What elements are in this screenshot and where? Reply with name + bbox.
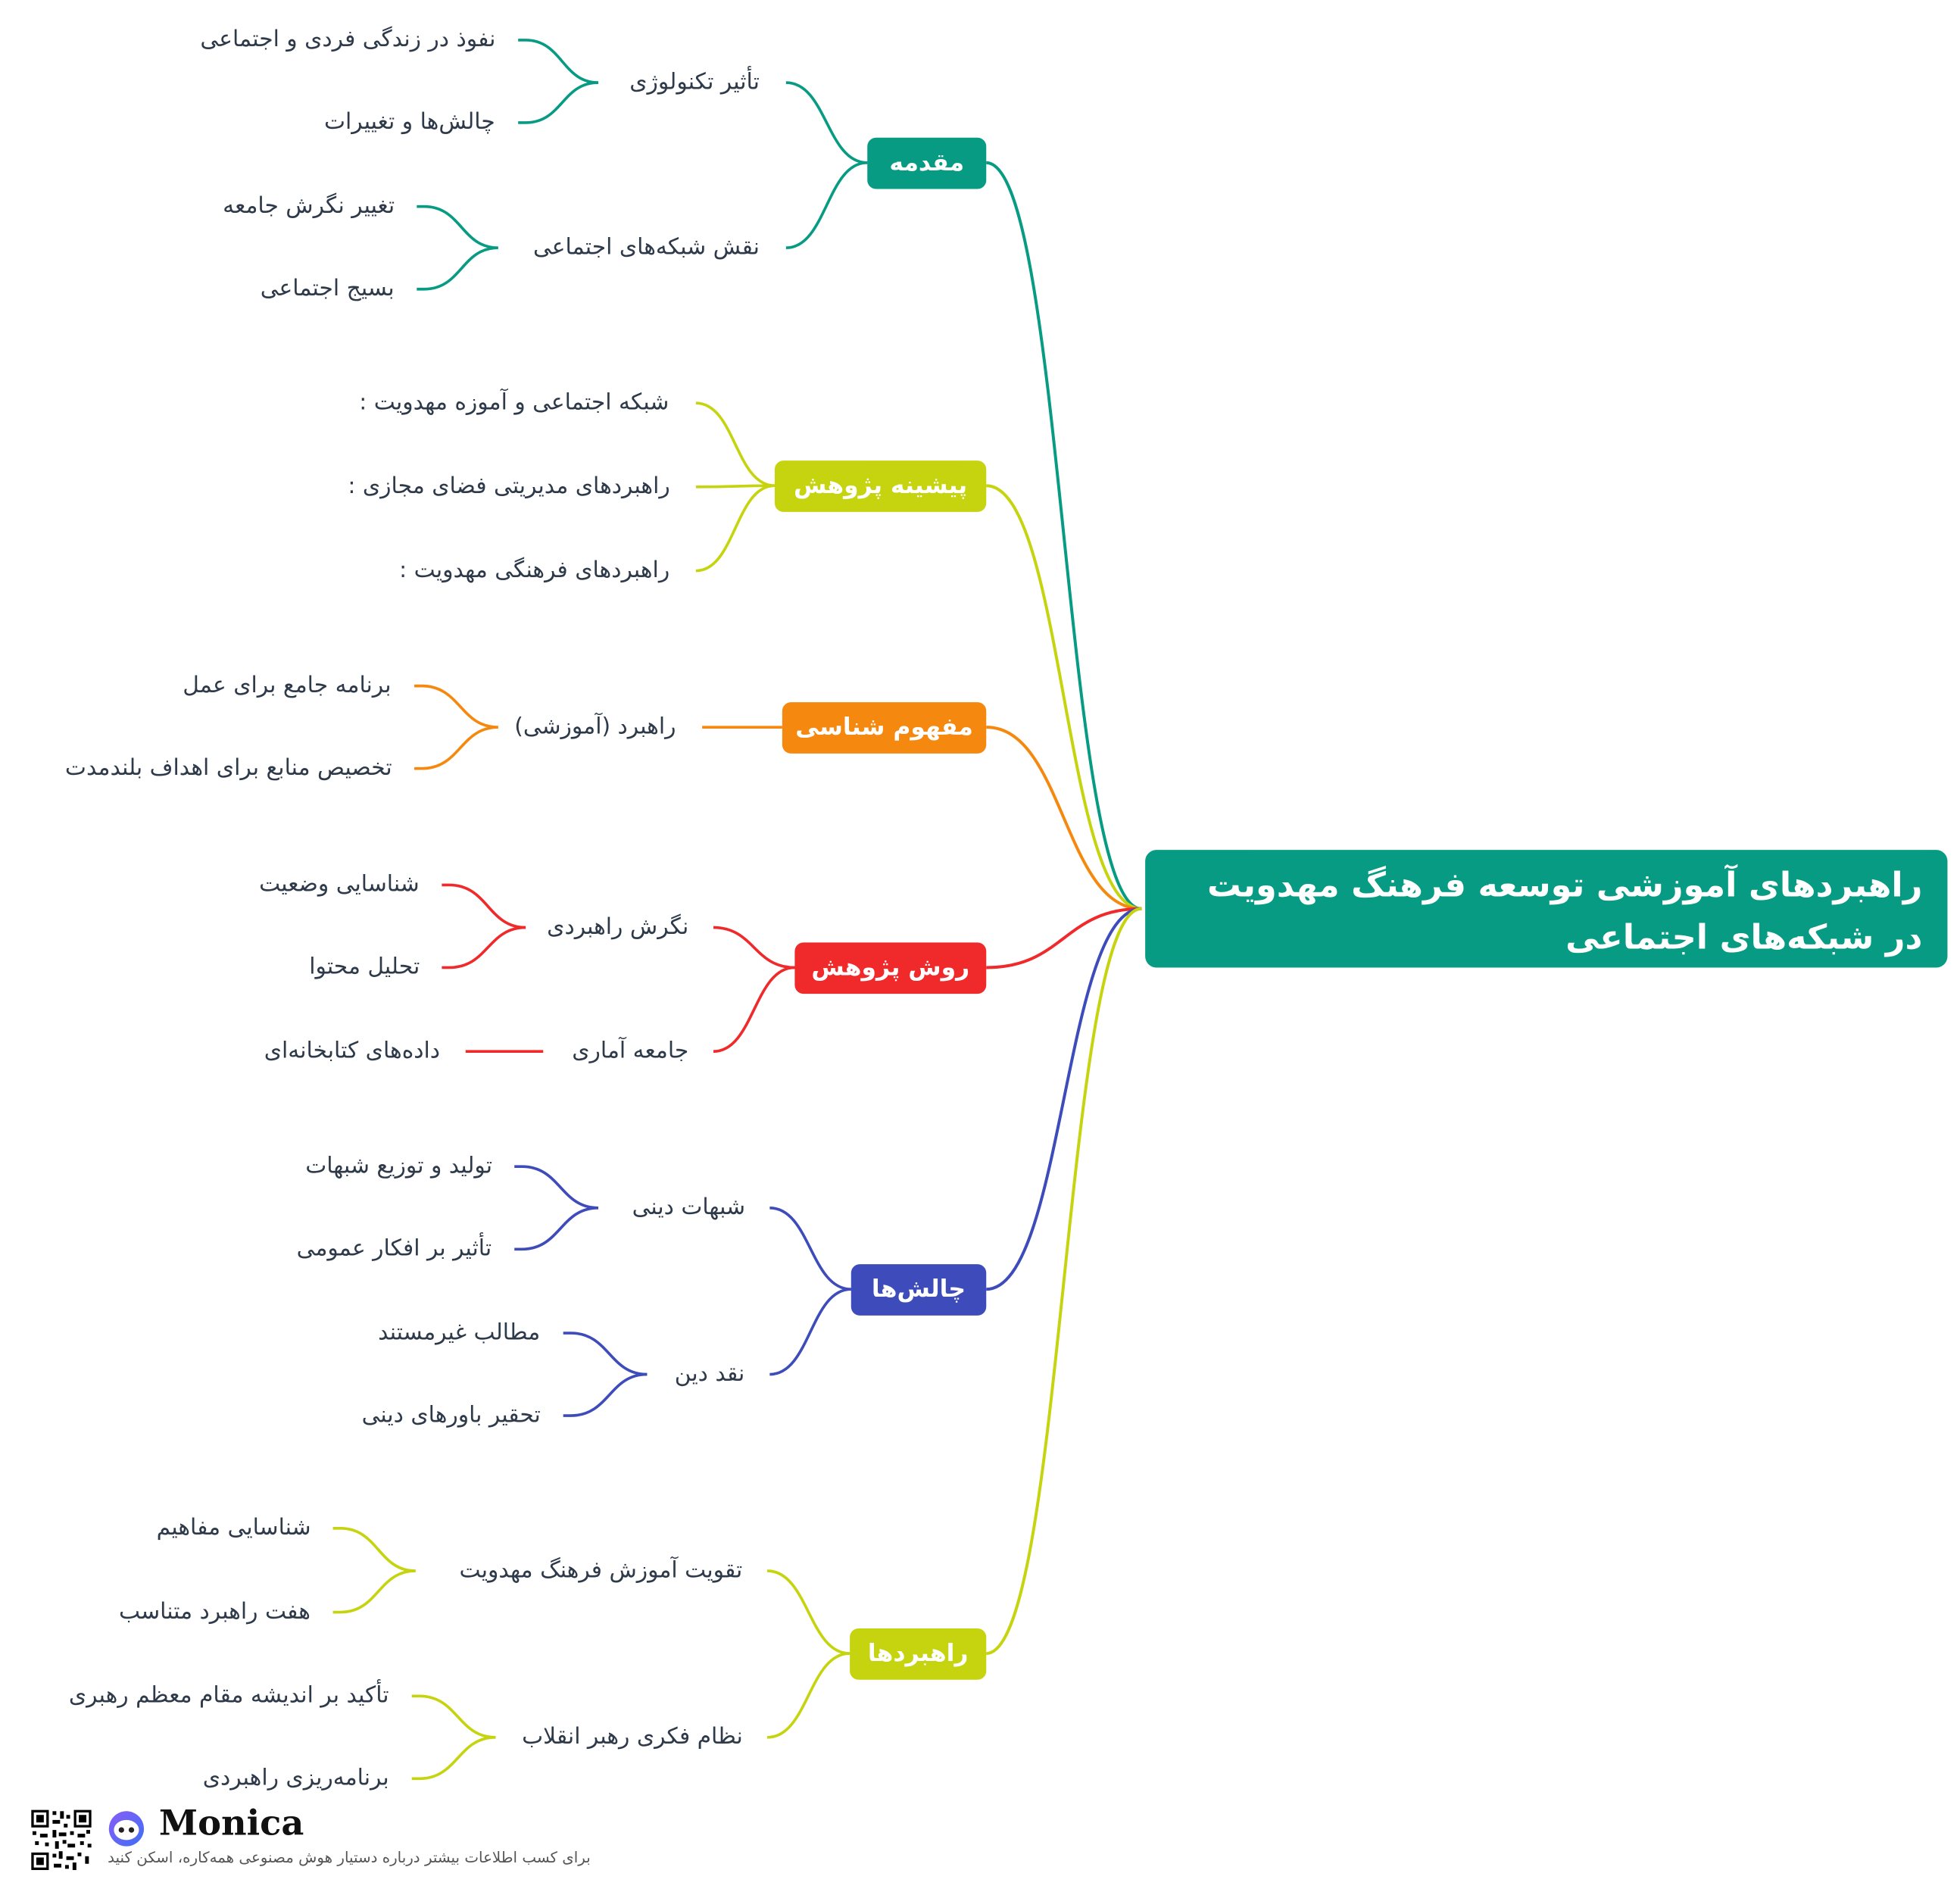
leaf-connector bbox=[417, 204, 498, 250]
brand-tagline: برای کسب اطلاعات بیشتر درباره دستیار هوش… bbox=[108, 1848, 591, 1867]
leaf-influence-life[interactable]: نفوذ در زندگی فردی و اجتماعی bbox=[200, 26, 496, 53]
leaf-connector bbox=[414, 726, 498, 770]
leaf-connector bbox=[414, 684, 498, 729]
root-topic[interactable]: راهبردهای آموزشی توسعه فرهنگ مهدویت در ش… bbox=[1145, 850, 1948, 968]
topic-connector bbox=[713, 926, 795, 969]
topic-connector bbox=[766, 1652, 850, 1739]
leaf-connector bbox=[417, 246, 498, 291]
topic-religious-doubts[interactable]: شبهات دینی bbox=[632, 1194, 745, 1221]
leaf-resource-allocation[interactable]: تخصیص منابع برای اهداف بلندمدت bbox=[64, 754, 392, 782]
branch-introduction[interactable]: مقدمه bbox=[867, 136, 987, 189]
leaf-content-analysis[interactable]: تحلیل محتوا bbox=[309, 954, 420, 980]
branch-connector bbox=[986, 907, 1142, 1656]
leaf-connector bbox=[411, 1694, 496, 1739]
topic-strategic-view[interactable]: نگرش راهبردی bbox=[547, 913, 689, 941]
branch-challenges[interactable]: چالش‌ها bbox=[850, 1263, 987, 1316]
leaf-leader-emphasis[interactable]: تأکید بر اندیشه مقام معظم رهبری bbox=[68, 1682, 389, 1709]
branch-connector bbox=[986, 907, 1142, 969]
branch-concepts[interactable]: مفهوم شناسی bbox=[782, 701, 987, 754]
topic-connector bbox=[769, 1288, 851, 1376]
leaf-connector bbox=[563, 1372, 648, 1417]
topic-leader-thought[interactable]: نظام فکری رهبر انقلاب bbox=[522, 1723, 743, 1750]
branch-strategies[interactable]: راهبردها bbox=[850, 1628, 987, 1679]
leaf-comprehensive-plan[interactable]: برنامه جامع برای عمل bbox=[183, 672, 392, 699]
leaf-public-opinion[interactable]: تأثیر بر افکار عمومی bbox=[296, 1235, 492, 1262]
topic-connector bbox=[785, 81, 868, 164]
topic-connector bbox=[695, 484, 775, 489]
leaf-seven-strategies[interactable]: هفت راهبرد متناسب bbox=[118, 1598, 311, 1625]
leaf-connector bbox=[442, 926, 526, 969]
topic-social-networks-role[interactable]: نقش شبکه‌های اجتماعی bbox=[533, 234, 760, 261]
leaf-situation-identification[interactable]: شناسایی وضعیت bbox=[259, 871, 420, 898]
topic-connector bbox=[769, 1206, 851, 1291]
topic-connector bbox=[766, 1569, 850, 1655]
topic-religion-criticism[interactable]: نقد دین bbox=[674, 1360, 745, 1388]
leaf-doubt-production[interactable]: تولید و توزیع شبهات bbox=[305, 1153, 493, 1179]
branch-connector bbox=[986, 484, 1142, 910]
topic-connector bbox=[713, 966, 795, 1054]
leaf-connector bbox=[563, 1332, 648, 1376]
monica-logo-icon bbox=[108, 1811, 145, 1847]
topic-network-mahdism[interactable]: شبکه اجتماعی و آموزه مهدویت : bbox=[359, 389, 669, 416]
leaf-social-mobilization[interactable]: بسیج اجتماعی bbox=[260, 275, 395, 302]
branch-connector bbox=[986, 726, 1142, 910]
topic-statistical-population[interactable]: جامعه آماری bbox=[572, 1038, 689, 1064]
topic-cyberspace-strategies[interactable]: راهبردهای مدیریتی فضای مجازی : bbox=[348, 473, 670, 500]
topic-connector bbox=[695, 484, 776, 573]
branch-connector bbox=[986, 161, 1142, 910]
branch-research-method[interactable]: روش پژوهش bbox=[794, 941, 987, 994]
leaf-connector bbox=[518, 39, 598, 84]
leaf-library-data[interactable]: داده‌های کتابخانه‌ای bbox=[264, 1038, 441, 1064]
leaf-unfounded-content[interactable]: مطالب غیرمستند bbox=[378, 1319, 541, 1346]
leaf-attitude-change[interactable]: تغییر نگرش جامعه bbox=[223, 192, 395, 220]
leaf-strategic-planning[interactable]: برنامه‌ریزی راهبردی bbox=[202, 1765, 389, 1791]
topic-educational-strategy[interactable]: راهبرد (آموزشی) bbox=[514, 713, 676, 740]
leaf-connector bbox=[514, 1206, 598, 1251]
topic-connector bbox=[785, 161, 868, 250]
leaf-belief-insult[interactable]: تحقیر باورهای دینی bbox=[361, 1401, 541, 1428]
leaf-connector bbox=[332, 1569, 416, 1614]
topic-connector bbox=[695, 401, 776, 488]
leaf-challenges-changes[interactable]: چالش‌ها و تغییرات bbox=[324, 108, 495, 136]
leaf-connector bbox=[411, 1735, 496, 1781]
leaf-connector bbox=[514, 1165, 598, 1210]
branch-connector bbox=[986, 907, 1142, 1291]
leaf-connector bbox=[442, 883, 526, 929]
leaf-connector bbox=[518, 81, 598, 124]
branch-research-background[interactable]: پیشینه پژوهش bbox=[774, 460, 987, 512]
topic-cultural-strategies[interactable]: راهبردهای فرهنگی مهدویت : bbox=[399, 557, 670, 584]
leaf-concept-identification[interactable]: شناسایی مفاهیم bbox=[156, 1514, 311, 1541]
topic-strengthen-education[interactable]: تقویت آموزش فرهنگ مهدویت bbox=[459, 1556, 743, 1584]
qr-code-icon bbox=[30, 1809, 93, 1872]
leaf-connector bbox=[332, 1527, 416, 1572]
brand-name: Monica bbox=[158, 1802, 304, 1844]
topic-technology-impact[interactable]: تأثیر تکنولوژی bbox=[629, 68, 760, 95]
